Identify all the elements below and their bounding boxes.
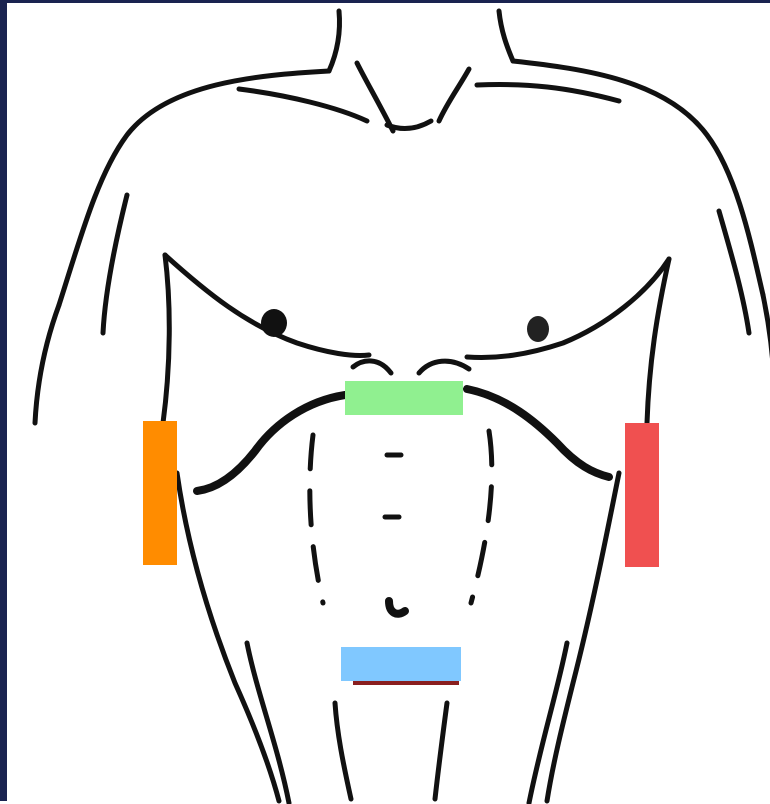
shoulder-right	[513, 61, 763, 295]
neck-muscle-right	[439, 69, 469, 121]
torso-side-left	[177, 473, 279, 801]
neck-left-line	[329, 11, 340, 71]
arm-left-outer	[35, 305, 59, 423]
xiphoid-right	[419, 361, 469, 373]
abdomen-line-right	[471, 431, 492, 603]
marker-lower-center	[341, 647, 461, 681]
marker-left-side	[143, 421, 177, 565]
torso-side-right	[547, 473, 619, 801]
xiphoid-left	[353, 361, 391, 373]
costal-margin-left	[197, 395, 345, 491]
marker-upper-center	[345, 381, 463, 415]
arm-right-outer	[763, 295, 770, 413]
pectoral-left	[165, 255, 369, 356]
arm-left-inner	[103, 195, 127, 333]
torso-illustration	[7, 3, 770, 804]
collarbone-left	[239, 89, 367, 121]
shoulder-left	[59, 71, 329, 305]
groin-line-right	[435, 703, 447, 799]
nipple-right-dot	[527, 316, 549, 342]
abdomen-line-left	[310, 435, 323, 603]
marker-right-side	[625, 423, 659, 567]
nipple-left-dot	[261, 309, 287, 337]
groin-line-left	[335, 703, 351, 799]
collarbone-right	[477, 85, 619, 101]
pectoral-right	[467, 259, 669, 357]
armpit-left	[163, 255, 169, 423]
sternum-notch	[387, 121, 431, 128]
navel	[389, 601, 405, 614]
neck-right-line	[499, 11, 513, 61]
